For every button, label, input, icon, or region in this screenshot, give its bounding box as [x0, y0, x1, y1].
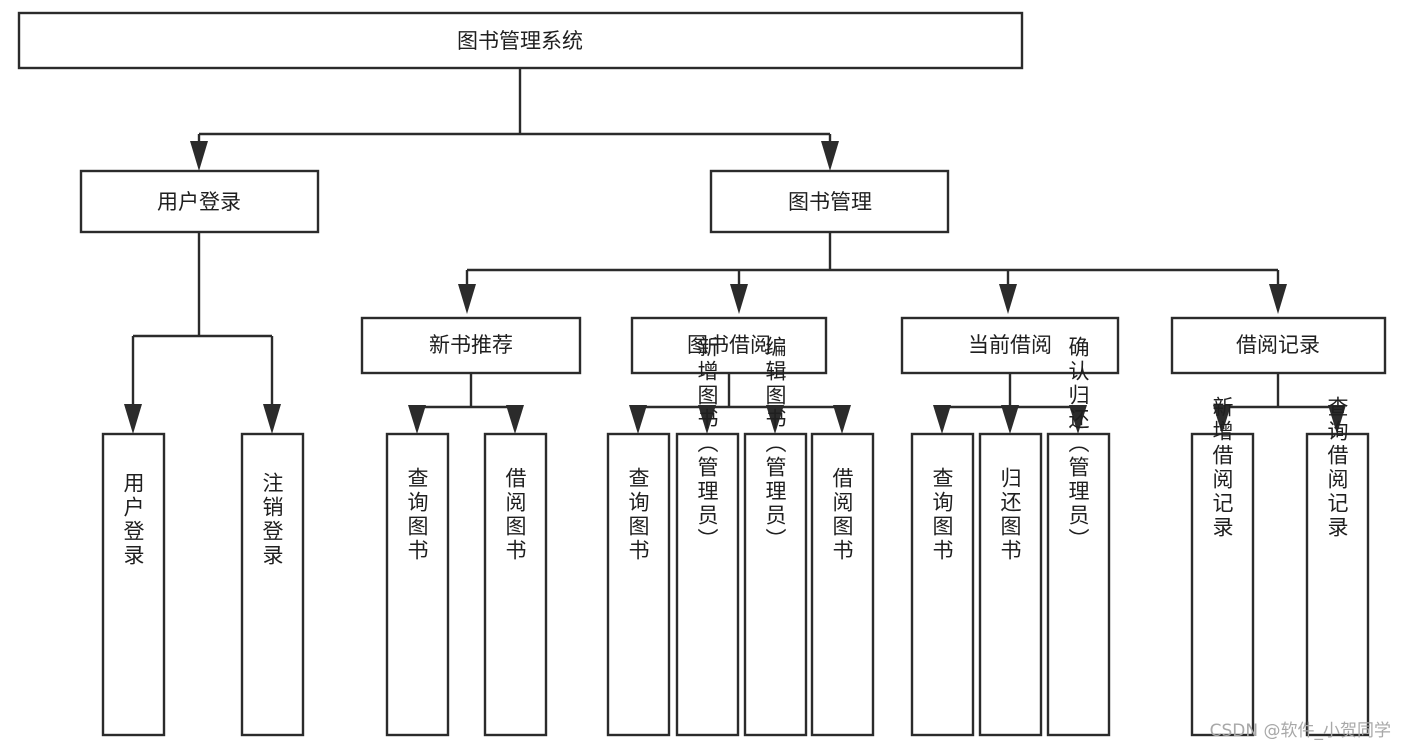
arrow-bb-leaf-1 — [698, 405, 716, 434]
leaf-current-borrow-1-label: 归还图书 — [998, 467, 1022, 563]
leaf-new-book-recommend-0-box — [385, 432, 450, 737]
node-book-management[interactable]: 图书管理 — [709, 169, 950, 234]
node-current-borrow-box — [900, 316, 1120, 375]
node-new-book-recommend[interactable]: 新书推荐 — [360, 316, 582, 375]
connector-user-login-to-leaves — [124, 232, 281, 434]
node-user-login-label: 用户登录 — [157, 190, 241, 214]
leaf-book-borrow-0-box — [606, 432, 671, 737]
connector-current-borrow-to-leaves — [933, 373, 1087, 434]
leaf-new-book-recommend-1[interactable]: 借阅图书 — [483, 432, 548, 737]
leaf-book-borrow-2[interactable]: 编辑图书（管理员） — [743, 336, 808, 737]
arrow-level3-1 — [730, 284, 748, 314]
node-root-box — [17, 11, 1024, 70]
node-new-book-recommend-box — [360, 316, 582, 375]
node-borrow-record-box — [1170, 316, 1387, 375]
arrow-nbr-leaf-1 — [506, 405, 524, 434]
leaf-new-book-recommend-0[interactable]: 查询图书 — [385, 432, 450, 737]
arrow-br-leaf-0 — [1213, 405, 1231, 434]
node-root-label: 图书管理系统 — [457, 29, 583, 53]
leaf-book-borrow-1-label: 新增图书（管理员） — [695, 336, 719, 552]
arrow-cb-leaf-1 — [1001, 405, 1019, 434]
leaf-current-borrow-0[interactable]: 查询图书 — [910, 432, 975, 737]
leaf-borrow-record-0-box — [1190, 432, 1255, 737]
node-borrow-record[interactable]: 借阅记录 — [1170, 316, 1387, 375]
arrow-level3-0 — [458, 284, 476, 314]
connector-book-management-to-level3 — [458, 232, 1287, 314]
leaf-user-login-0-label: 用户登录 — [121, 472, 145, 568]
arrow-bb-leaf-3 — [833, 405, 851, 434]
arrow-user-login-leaf-0 — [124, 404, 142, 434]
arrow-bb-leaf-2 — [766, 405, 784, 434]
leaf-book-borrow-0[interactable]: 查询图书 — [606, 432, 671, 737]
node-current-borrow[interactable]: 当前借阅 — [900, 316, 1120, 375]
arrow-bb-leaf-0 — [629, 405, 647, 434]
leaf-current-borrow-0-label: 查询图书 — [930, 467, 954, 563]
leaf-current-borrow-1[interactable]: 归还图书 — [978, 432, 1043, 737]
leaf-book-borrow-2-box — [743, 432, 808, 737]
leaf-user-login-1-box — [240, 432, 305, 737]
connector-borrow-record-to-leaves — [1213, 373, 1346, 434]
leaf-current-borrow-1-box — [978, 432, 1043, 737]
leaf-user-login-0-box — [101, 432, 166, 737]
leaf-user-login-0[interactable]: 用户登录 — [101, 432, 166, 737]
leaf-book-borrow-1[interactable]: 新增图书（管理员） — [675, 336, 740, 737]
arrow-level2-0 — [190, 141, 208, 171]
node-book-management-label: 图书管理 — [788, 190, 872, 214]
arrow-level3-2 — [999, 284, 1017, 314]
node-book-management-box — [709, 169, 950, 234]
node-current-borrow-label: 当前借阅 — [968, 333, 1052, 357]
leaf-book-borrow-1-box — [675, 432, 740, 737]
leaf-user-login-1-label: 注销登录 — [260, 472, 284, 568]
node-user-login[interactable]: 用户登录 — [79, 169, 320, 234]
arrow-nbr-leaf-0 — [408, 405, 426, 434]
leaf-current-borrow-0-box — [910, 432, 975, 737]
leaf-book-borrow-2-label: 编辑图书（管理员） — [763, 336, 787, 552]
arrow-cb-leaf-0 — [933, 405, 951, 434]
node-new-book-recommend-label: 新书推荐 — [429, 333, 513, 357]
leaf-user-login-1[interactable]: 注销登录 — [240, 432, 305, 737]
leaf-new-book-recommend-1-box — [483, 432, 548, 737]
node-book-borrow-box — [630, 316, 828, 375]
node-book-borrow[interactable]: 图书借阅 — [630, 316, 828, 375]
connector-book-borrow-to-leaves — [629, 373, 851, 434]
arrow-cb-leaf-2 — [1069, 405, 1087, 434]
node-root[interactable]: 图书管理系统 — [17, 11, 1024, 70]
connector-root-to-level2 — [190, 68, 839, 171]
node-book-borrow-label: 图书借阅 — [687, 333, 771, 357]
leaf-book-borrow-3-box — [810, 432, 875, 737]
csdn-watermark: CSDN @软件_小贺同学 — [1209, 721, 1391, 741]
leaf-borrow-record-1-box — [1305, 432, 1370, 737]
leaf-current-borrow-2-box — [1046, 432, 1111, 737]
leaf-borrow-record-1-label: 查询借阅记录 — [1325, 396, 1349, 540]
arrow-level2-1 — [821, 141, 839, 171]
arrow-level3-3 — [1269, 284, 1287, 314]
leaf-new-book-recommend-0-label: 查询图书 — [405, 467, 429, 563]
leaf-borrow-record-0-label: 新增借阅记录 — [1210, 396, 1234, 540]
connector-new-book-recommend-to-leaves — [408, 373, 524, 434]
leaf-book-borrow-0-label: 查询图书 — [626, 467, 650, 563]
leaf-current-borrow-2-label: 确认归还（管理员） — [1066, 336, 1090, 552]
arrow-user-login-leaf-1 — [263, 404, 281, 434]
leaf-borrow-record-0[interactable]: 新增借阅记录 — [1190, 396, 1255, 737]
leaf-book-borrow-3[interactable]: 借阅图书 — [810, 432, 875, 737]
arrow-br-leaf-1 — [1328, 405, 1346, 434]
leaf-new-book-recommend-1-label: 借阅图书 — [503, 467, 527, 563]
leaf-borrow-record-1[interactable]: 查询借阅记录 — [1305, 396, 1370, 737]
leaf-current-borrow-2[interactable]: 确认归还（管理员） — [1046, 336, 1111, 737]
leaf-book-borrow-3-label: 借阅图书 — [830, 467, 854, 563]
node-borrow-record-label: 借阅记录 — [1236, 333, 1320, 357]
